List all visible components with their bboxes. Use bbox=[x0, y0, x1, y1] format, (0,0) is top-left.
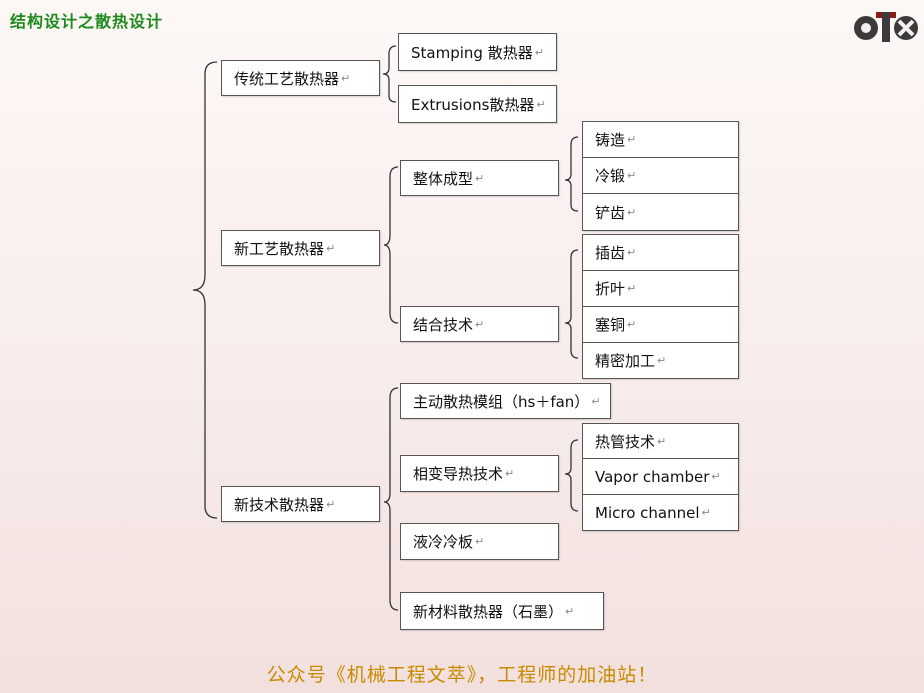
return-mark: ↵ bbox=[627, 133, 637, 146]
return-mark: ↵ bbox=[627, 169, 637, 182]
node-integral: 整体成型↵ bbox=[400, 160, 559, 196]
node-stamping-label: Stamping 散热器 bbox=[411, 43, 533, 62]
node-heat-pipe: 热管技术↵ bbox=[582, 423, 739, 459]
return-mark: ↵ bbox=[536, 97, 546, 111]
node-material: 新材料散热器（石墨）↵ bbox=[400, 592, 604, 630]
return-mark: ↵ bbox=[475, 171, 485, 185]
return-mark: ↵ bbox=[326, 497, 336, 511]
node-folded-fin-label: 折叶 bbox=[595, 280, 626, 298]
node-combined-label: 结合技术 bbox=[413, 315, 474, 334]
node-new-process-label: 新工艺散热器 bbox=[234, 239, 325, 258]
return-mark: ↵ bbox=[341, 71, 351, 85]
node-new-tech: 新技术散热器↵ bbox=[221, 486, 380, 522]
return-mark: ↵ bbox=[657, 434, 667, 448]
node-casting: 铸造↵ bbox=[582, 121, 739, 158]
return-mark: ↵ bbox=[701, 506, 711, 519]
return-mark: ↵ bbox=[657, 354, 667, 367]
brace-combined bbox=[564, 249, 579, 359]
node-material-label: 新材料散热器（石墨） bbox=[413, 602, 564, 621]
return-mark: ↵ bbox=[565, 604, 575, 618]
node-liquid-label: 液冷冷板 bbox=[413, 533, 474, 551]
company-logo bbox=[854, 12, 918, 42]
node-extrusions-label: Extrusions散热器 bbox=[411, 95, 535, 114]
brace-new-process bbox=[383, 166, 399, 324]
return-mark: ↵ bbox=[627, 205, 637, 219]
return-mark: ↵ bbox=[591, 394, 601, 408]
footer-caption: 公众号《机械工程文萃》，工程师的加油站！ bbox=[266, 664, 658, 686]
node-micro: Micro channel↵ bbox=[582, 494, 739, 531]
return-mark: ↵ bbox=[326, 241, 336, 255]
node-skiving-label: 铲齿 bbox=[595, 203, 626, 222]
node-traditional: 传统工艺散热器↵ bbox=[221, 60, 380, 96]
node-precision: 精密加工↵ bbox=[582, 342, 739, 379]
node-integral-label: 整体成型 bbox=[413, 169, 474, 188]
return-mark: ↵ bbox=[627, 282, 637, 295]
node-heat-pipe-label: 热管技术 bbox=[595, 432, 656, 451]
return-mark: ↵ bbox=[475, 317, 485, 331]
node-skiving: 铲齿↵ bbox=[582, 193, 739, 231]
node-cold-forging: 冷锻↵ bbox=[582, 157, 739, 194]
brace-phase-change bbox=[564, 439, 579, 512]
brace-traditional bbox=[382, 45, 397, 103]
node-copper-plug-label: 塞铜 bbox=[595, 316, 626, 334]
brace-new-tech bbox=[383, 387, 399, 611]
node-active: 主动散热模组（hs＋fan）↵ bbox=[400, 383, 611, 419]
node-vapor-label: Vapor chamber bbox=[595, 467, 710, 486]
node-micro-label: Micro channel bbox=[595, 503, 700, 522]
node-extrusions: Extrusions散热器↵ bbox=[398, 85, 557, 123]
return-mark: ↵ bbox=[627, 318, 637, 331]
node-copper-plug: 塞铜↵ bbox=[582, 306, 739, 343]
node-combined: 结合技术↵ bbox=[400, 306, 559, 342]
node-stamping: Stamping 散热器↵ bbox=[398, 33, 557, 71]
return-mark: ↵ bbox=[711, 470, 721, 483]
node-casting-label: 铸造 bbox=[595, 131, 626, 149]
return-mark: ↵ bbox=[627, 246, 637, 259]
return-mark: ↵ bbox=[475, 535, 485, 548]
node-traditional-label: 传统工艺散热器 bbox=[234, 69, 340, 88]
node-active-label: 主动散热模组（hs＋fan） bbox=[413, 392, 590, 411]
node-insert-fin-label: 插齿 bbox=[595, 244, 626, 262]
node-new-tech-label: 新技术散热器 bbox=[234, 495, 325, 514]
node-vapor: Vapor chamber↵ bbox=[582, 458, 739, 495]
node-folded-fin: 折叶↵ bbox=[582, 270, 739, 307]
brace-integral bbox=[564, 136, 579, 212]
return-mark: ↵ bbox=[534, 45, 544, 59]
node-phase-change-label: 相变导热技术 bbox=[413, 465, 504, 483]
node-precision-label: 精密加工 bbox=[595, 352, 656, 370]
return-mark: ↵ bbox=[505, 467, 515, 480]
node-new-process: 新工艺散热器↵ bbox=[221, 230, 380, 266]
node-insert-fin: 插齿↵ bbox=[582, 234, 739, 271]
node-cold-forging-label: 冷锻 bbox=[595, 167, 626, 185]
node-phase-change: 相变导热技术↵ bbox=[400, 455, 559, 492]
root-brace bbox=[192, 61, 218, 519]
slide-title: 结构设计之散热设计 bbox=[10, 12, 164, 31]
node-liquid: 液冷冷板↵ bbox=[400, 523, 559, 560]
